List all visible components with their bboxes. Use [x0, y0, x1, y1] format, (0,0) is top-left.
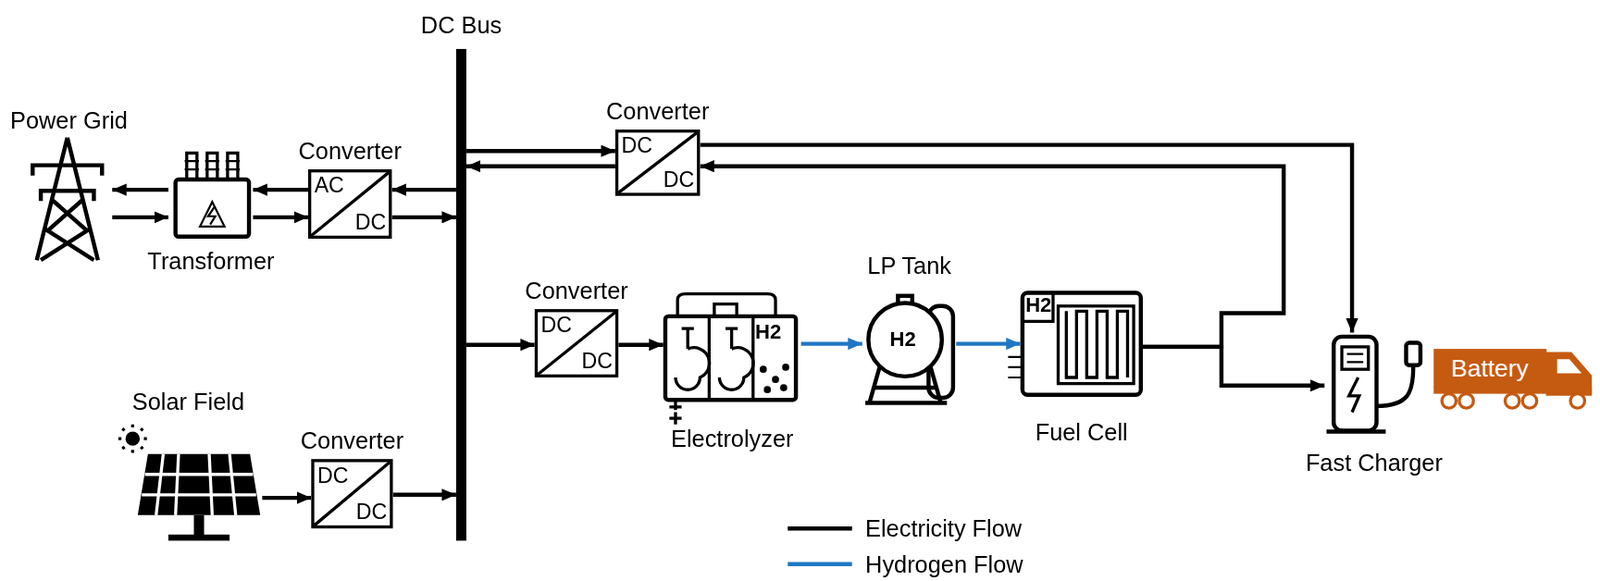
electricity-flow	[111, 187, 169, 192]
legend-text: Electricity Flow	[865, 515, 1022, 543]
node-text: DC	[317, 463, 348, 489]
transformer: Transformer	[168, 140, 254, 241]
node-label: Electrolyzer	[670, 425, 794, 453]
node-label: LP Tank	[867, 251, 952, 279]
node-text: DC	[582, 348, 613, 374]
battery-box: Battery	[1433, 348, 1546, 388]
electricity-flow	[252, 215, 309, 220]
node-text: H2	[755, 320, 782, 344]
electricity-flow	[699, 166, 1284, 348]
converter-box: ConverterDCDC	[534, 309, 619, 378]
fast-charger: Fast Charger	[1324, 332, 1424, 435]
electricity-flow	[466, 343, 535, 348]
node-label: Converter	[524, 277, 628, 305]
electricity-flow	[111, 215, 169, 220]
power-grid: Power Grid	[25, 137, 113, 263]
truck-drawing	[1433, 351, 1592, 409]
electricity-flow	[261, 496, 311, 500]
electricity-flow	[699, 145, 1352, 334]
node-label: Fuel Cell	[1035, 419, 1129, 447]
node-text: DC	[621, 133, 653, 159]
fuel-cell-symbol	[1007, 292, 1141, 395]
power-tower	[30, 137, 104, 261]
node-text: DC	[355, 210, 386, 236]
converter-box: ConverterDCDC	[615, 129, 701, 197]
hydrogen-flow	[801, 341, 863, 346]
electricity-flow	[391, 187, 456, 192]
node-text: AC	[314, 173, 345, 199]
node-text: DC	[540, 313, 571, 339]
converter-box: ConverterDCDC	[310, 458, 393, 529]
node-text: DC	[663, 167, 695, 193]
electricity-flow	[1142, 347, 1325, 386]
charger-symbol	[1326, 336, 1420, 433]
electricity-flow	[391, 215, 456, 220]
electricity-flow	[466, 148, 616, 153]
transformer-symbol	[175, 152, 249, 236]
legend-samples	[787, 528, 852, 565]
solar-panel	[118, 424, 261, 542]
node-text: H2	[1025, 294, 1052, 318]
node-label: Transformer	[147, 248, 274, 275]
node-label: Converter	[298, 137, 402, 165]
tank-symbol	[865, 296, 954, 404]
electricity-flow	[618, 343, 664, 348]
electrolyzer: ElectrolyzerH2	[663, 294, 802, 410]
electricity-flow	[393, 493, 457, 497]
node-label: Converter	[606, 98, 709, 125]
node-text: DC	[356, 499, 387, 525]
node-label: Power Grid	[10, 107, 128, 135]
node-label: Solar Field	[132, 388, 245, 416]
node-label: Fast Charger	[1305, 449, 1443, 477]
fuel-cell: Fuel CellH2	[1020, 290, 1143, 397]
solar-field: Solar Field	[114, 420, 263, 546]
node-label: DC Bus	[421, 12, 502, 39]
lp-tank: LP TankH2	[862, 290, 956, 406]
node-label: Converter	[300, 427, 404, 455]
electricity-flow	[252, 187, 309, 192]
electricity-flow	[466, 164, 616, 169]
legend-text: Hydrogen Flow	[865, 550, 1024, 578]
electrolyzer-symbol	[665, 294, 796, 425]
node-text: H2	[890, 327, 917, 351]
dc-bus: DC Bus	[456, 49, 467, 541]
converter-box: ConverterACDC	[308, 169, 392, 239]
node-label: Battery	[1451, 354, 1529, 383]
hydrogen-flow	[955, 341, 1020, 346]
